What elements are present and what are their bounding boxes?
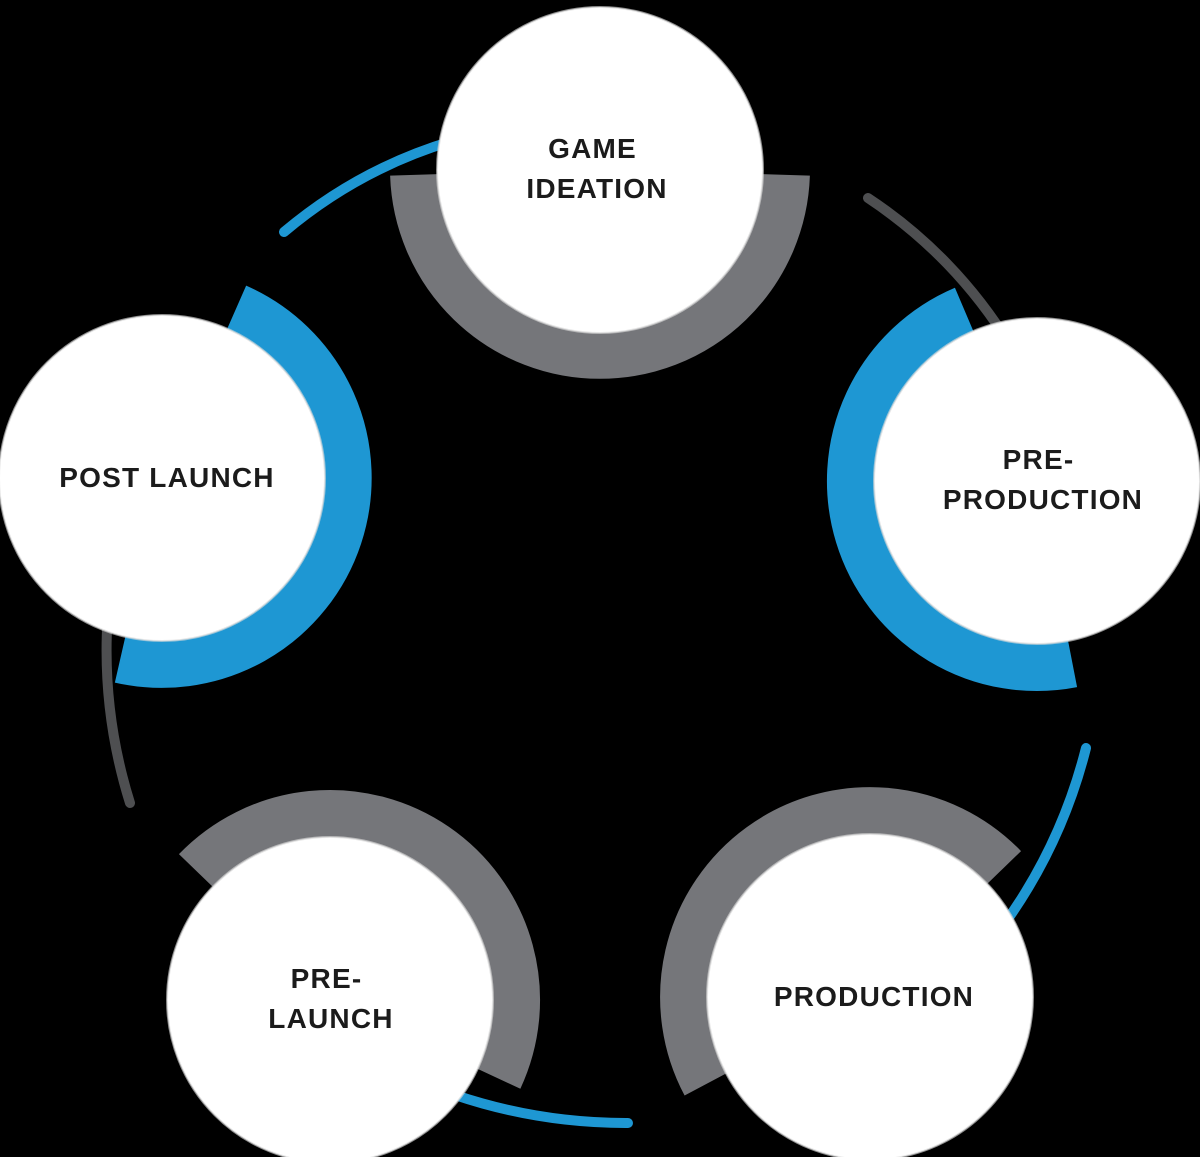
connector-pre-production-to-production	[995, 743, 1091, 935]
node-label-pre-production: PRE- PRODUCTION	[943, 444, 1143, 515]
node-label-game-ideation-line1: GAME	[548, 133, 637, 164]
connector-arcs	[101, 136, 1091, 1129]
node-label-pre-launch-line1: PRE-	[291, 963, 363, 994]
node-label-pre-production-line2: PRODUCTION	[943, 484, 1143, 515]
node-label-game-ideation-line2: IDEATION	[526, 173, 667, 204]
node-circle-pre-production	[873, 317, 1200, 645]
connector-pre-launch-to-post-launch	[101, 607, 135, 808]
node-label-pre-launch: PRE- LAUNCH	[268, 963, 393, 1034]
halo-arc-pre-production	[826, 287, 1078, 692]
node-circle-production	[706, 833, 1034, 1157]
halo-arc-post-launch	[114, 285, 372, 688]
node-circle-post-launch	[0, 314, 326, 642]
connector-production-to-pre-launch	[450, 1090, 633, 1129]
node-labels: GAME IDEATION PRE- PRODUCTION PRODUCTION…	[59, 133, 1143, 1034]
node-label-post-launch: POST LAUNCH	[59, 462, 274, 493]
node-circle-pre-launch	[166, 836, 494, 1157]
halo-arc-game-ideation	[390, 173, 810, 379]
node-circles	[0, 6, 1200, 1157]
halo-arcs	[114, 173, 1078, 1096]
node-label-pre-production-line1: PRE-	[1003, 444, 1075, 475]
halo-arc-production	[660, 787, 1022, 1096]
halo-arc-pre-launch	[178, 789, 541, 1089]
node-circle-game-ideation	[436, 6, 764, 334]
connector-post-launch-to-game-ideation	[279, 136, 457, 237]
node-label-pre-launch-line2: LAUNCH	[268, 1003, 393, 1034]
node-label-production: PRODUCTION	[774, 981, 974, 1012]
node-label-game-ideation: GAME IDEATION	[526, 133, 667, 204]
